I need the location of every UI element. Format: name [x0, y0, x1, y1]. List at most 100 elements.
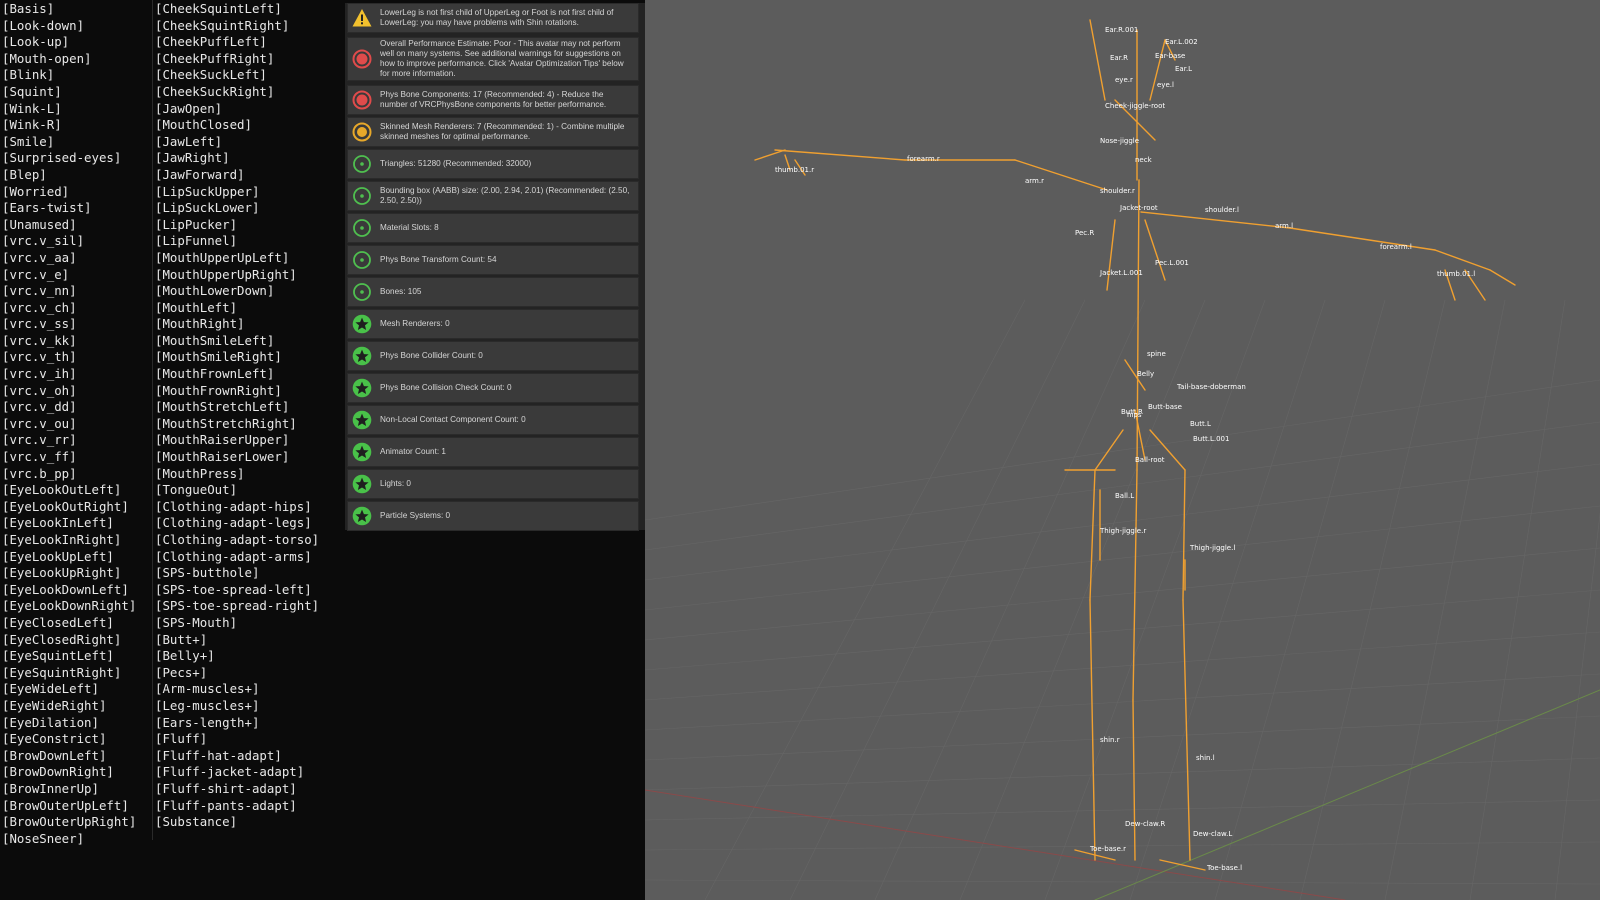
- bone-label: Ear.L.002: [1165, 38, 1198, 46]
- shape-key-item: [LipPucker]: [155, 216, 238, 232]
- shape-key-item: [Fluff-jacket-adapt]: [155, 764, 305, 780]
- shape-key-item: [vrc.v_ih]: [2, 366, 77, 382]
- grid-line: [645, 589, 1600, 671]
- shape-key-item: [BrowDownRight]: [2, 764, 114, 780]
- shape-key-item: [Fluff]: [155, 731, 208, 747]
- grid-line: [645, 463, 1600, 581]
- bone[interactable]: [1489, 269, 1516, 286]
- bone-label: thumb.01.r: [775, 166, 814, 174]
- bone[interactable]: [1434, 249, 1491, 271]
- shape-key-item: [EyeClosedRight]: [2, 631, 122, 647]
- validation-message: Bounding box (AABB) size: (2.00, 2.94, 2…: [347, 181, 639, 211]
- bone[interactable]: [1014, 159, 1108, 191]
- bone[interactable]: [784, 154, 791, 171]
- bone[interactable]: [1132, 699, 1136, 861]
- grid-line: [1299, 299, 1446, 900]
- bone[interactable]: [1089, 469, 1096, 601]
- bone-label: arm.r: [1025, 177, 1044, 185]
- bone-label: forearm.r: [907, 155, 940, 163]
- bone-label: Toe-base.r: [1089, 845, 1126, 853]
- grid-line: [645, 379, 1600, 521]
- validation-message: Material Slots: 8: [347, 213, 639, 243]
- shape-key-item: [EyeWideRight]: [2, 697, 107, 713]
- shape-key-item: [Blink]: [2, 67, 55, 83]
- validation-text: Bones: 105: [380, 287, 422, 296]
- bone-label: Butt.L.001: [1193, 435, 1229, 443]
- bone[interactable]: [1182, 469, 1186, 601]
- bone[interactable]: [1132, 469, 1138, 701]
- bone[interactable]: [1089, 19, 1106, 101]
- shape-key-item: [EyeSquintRight]: [2, 664, 122, 680]
- shape-key-item: [vrc.v_sil]: [2, 233, 85, 249]
- shape-key-item: [EyeLookDownRight]: [2, 598, 137, 614]
- bone[interactable]: [1444, 269, 1456, 301]
- shape-key-item: [SPS-Mouth]: [155, 614, 238, 630]
- shape-key-item: [Leg-muscles+]: [155, 697, 260, 713]
- bone[interactable]: [1114, 99, 1156, 141]
- bone-label: Thigh-jiggle.r: [1099, 527, 1146, 535]
- validation-message: Animator Count: 1: [347, 437, 639, 467]
- validation-message: Bones: 105: [347, 277, 639, 307]
- shape-key-item: [Wink-L]: [2, 100, 62, 116]
- validation-text: Phys Bone Collider Count: 0: [380, 351, 483, 360]
- bone[interactable]: [1182, 599, 1191, 861]
- bone[interactable]: [794, 159, 806, 176]
- shape-key-column-1: [Basis][Look-down][Look-up][Mouth-open][…: [2, 1, 136, 847]
- bone[interactable]: [1106, 219, 1116, 291]
- bone-label: neck: [1135, 156, 1153, 164]
- bone[interactable]: [1144, 219, 1166, 281]
- shape-key-item: [CheekPuffLeft]: [155, 34, 267, 50]
- grid-line: [645, 547, 1600, 641]
- validation-message: Mesh Renderers: 0: [347, 309, 639, 339]
- shape-key-item: [vrc.v_ss]: [2, 316, 77, 332]
- bone[interactable]: [1164, 39, 1176, 61]
- validation-text: Lights: 0: [380, 479, 411, 488]
- shape-key-item: [BrowOuterUpLeft]: [2, 797, 129, 813]
- grid-line: [874, 299, 1146, 900]
- error-circle-icon: [352, 90, 372, 110]
- bone-label: shin.l: [1196, 754, 1215, 762]
- validation-text: Skinned Mesh Renderers: 7 (Recommended: …: [380, 122, 625, 141]
- bone[interactable]: [1159, 859, 1206, 871]
- validation-text: Non-Local Contact Component Count: 0: [380, 415, 526, 424]
- bone[interactable]: [1124, 359, 1146, 391]
- grid-line: [959, 299, 1206, 900]
- bone[interactable]: [774, 149, 906, 161]
- info-circle-icon: [352, 154, 372, 174]
- validation-message: Skinned Mesh Renderers: 7 (Recommended: …: [347, 117, 639, 147]
- shape-key-item: [Ears-length+]: [155, 714, 260, 730]
- shape-key-item: [MouthLowerDown]: [155, 283, 275, 299]
- bone[interactable]: [1094, 429, 1124, 471]
- bone-label: thumb.01.l: [1437, 270, 1475, 278]
- bone[interactable]: [1149, 429, 1186, 471]
- shape-key-item: [Unamused]: [2, 216, 77, 232]
- bone-label: Pec.L.001: [1155, 259, 1189, 267]
- info-circle-icon: [352, 250, 372, 270]
- bone[interactable]: [754, 149, 786, 161]
- shape-key-item: [BrowOuterUpRight]: [2, 814, 137, 830]
- star-circle-icon: [352, 378, 372, 398]
- bone[interactable]: [1149, 39, 1166, 101]
- shape-key-item: [Arm-muscles+]: [155, 681, 260, 697]
- bone[interactable]: [1089, 599, 1096, 861]
- bone-label: Jacket.L.001: [1099, 269, 1143, 277]
- shape-key-item: [EyeDilation]: [2, 714, 99, 730]
- bone[interactable]: [1134, 409, 1146, 461]
- grid-line: [645, 505, 1600, 611]
- warning-triangle-icon: [352, 8, 372, 28]
- bone-label: hips: [1127, 411, 1142, 419]
- shape-key-item: [EyeLookInLeft]: [2, 515, 114, 531]
- bone[interactable]: [1464, 269, 1486, 301]
- shape-key-item: [SPS-toe-spread-left]: [155, 581, 312, 597]
- bone[interactable]: [1289, 227, 1436, 251]
- bone[interactable]: [1140, 211, 1291, 229]
- bone-label: Belly: [1137, 370, 1154, 378]
- shape-key-item: [CheekSquintRight]: [155, 17, 290, 33]
- bone[interactable]: [1074, 849, 1116, 861]
- validation-text: LowerLeg is not first child of UpperLeg …: [380, 8, 614, 27]
- shape-key-item: [Substance]: [155, 814, 238, 830]
- bone-label: Dew-claw.R: [1125, 820, 1165, 828]
- star-circle-icon: [352, 442, 372, 462]
